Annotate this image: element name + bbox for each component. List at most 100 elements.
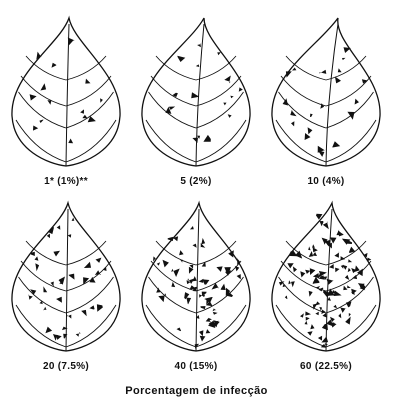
lesion-spot [84, 262, 91, 268]
lesion-spot [221, 284, 226, 290]
lesion-spot [336, 230, 343, 236]
leaf-vein [66, 76, 111, 106]
lesion-spot [201, 238, 205, 244]
lesion-spot [206, 329, 211, 333]
lesion-spot [193, 244, 197, 248]
lesion-spot [318, 336, 322, 341]
lesion-spot [69, 274, 75, 280]
lesion-spot [310, 324, 314, 329]
leaf-vein [326, 120, 376, 162]
lesion-spot [190, 226, 194, 229]
lesion-spot [323, 221, 329, 229]
lesion-spot [345, 275, 349, 280]
lesion-spot [67, 315, 72, 319]
leaf-vein [196, 120, 246, 162]
lesion-spot [345, 317, 351, 325]
lesion-spot [56, 297, 62, 303]
leaf-vein [16, 120, 66, 162]
lesion-spot [321, 337, 328, 343]
lesion-spot [335, 268, 340, 273]
leaf-caption-5: 5 (2%) [131, 176, 261, 187]
lesion-spot [288, 280, 291, 284]
lesion-spot [291, 121, 294, 126]
lesion-spot [177, 328, 182, 332]
lesion-spot [197, 43, 201, 47]
leaf-drawing-4 [12, 203, 120, 351]
lesion-spot [53, 251, 60, 257]
lesion-spot [85, 79, 90, 84]
lesion-spot [313, 252, 318, 256]
lesion-spot [76, 332, 81, 337]
leaf-caption-10: 10 (4%) [261, 176, 391, 187]
leaf-vein [196, 92, 244, 128]
lesion-spot [348, 259, 353, 263]
leaf-vein [21, 76, 66, 106]
lesion-spot [52, 63, 57, 68]
lesion-spot [348, 268, 351, 273]
leaf-vein [66, 241, 106, 265]
lesion-spot [89, 305, 94, 309]
lesion-spot [338, 313, 341, 318]
lesion-spot [347, 285, 351, 289]
lesion-spot [329, 264, 334, 269]
lesion-spot [305, 321, 308, 325]
lesion-spot [286, 71, 292, 77]
leaf-outline [272, 18, 380, 166]
leaf-drawing-2 [142, 18, 250, 166]
lesion-spot [332, 141, 340, 147]
lesion-spot [177, 56, 185, 62]
lesion-spot [321, 309, 325, 314]
leaf-midrib [66, 209, 68, 351]
lesion-spot [340, 308, 347, 313]
leaf-vein [281, 76, 326, 106]
leaf-vein [196, 305, 246, 347]
leaf-vein [66, 56, 106, 80]
lesion-spot [186, 298, 191, 305]
lesion-spot [158, 293, 166, 302]
leaf-vein [146, 120, 196, 162]
lesion-spot [239, 87, 243, 92]
figure-title: Porcentagem de infecção [0, 385, 393, 397]
lesion-spot [83, 277, 89, 285]
lesion-spot [334, 251, 339, 257]
lesion-spot [344, 47, 351, 53]
lesion-spot [305, 133, 311, 140]
lesion-spot [313, 247, 318, 252]
lesion-spot [343, 286, 347, 291]
lesion-spot [309, 291, 313, 297]
leaf-vein [276, 305, 326, 347]
lesion-spot [319, 307, 322, 311]
lesion-spot [309, 251, 314, 257]
lesion-spot [35, 256, 39, 260]
lesion-spot [28, 294, 33, 300]
lesion-spot [367, 258, 371, 262]
lesion-spot [97, 304, 103, 312]
lesion-spot [81, 310, 87, 316]
lesion-spot [333, 305, 337, 309]
leaf-caption-1: 1* (1%)** [1, 176, 131, 187]
lesion-spot [319, 70, 326, 74]
lesion-spot [305, 270, 310, 274]
lesion-spot [335, 77, 341, 84]
lesion-spot [200, 336, 206, 342]
lesion-spot [307, 331, 312, 335]
leaf-drawing-1 [12, 18, 120, 166]
leaf-vein [196, 76, 241, 106]
lesion-spot [308, 127, 313, 134]
lesion-spot [200, 306, 205, 309]
leaf-vein [19, 277, 67, 313]
lesion-spot [168, 237, 173, 241]
lesion-spot [300, 313, 304, 317]
lesion-spot [346, 301, 352, 307]
lesion-spot [96, 258, 102, 263]
lesion-spot [171, 269, 180, 278]
leaf-vein [66, 92, 114, 128]
lesion-spot [33, 126, 38, 131]
leaf-vein [66, 305, 116, 347]
lesion-spot [322, 324, 328, 330]
lesion-spot [56, 335, 62, 340]
lesion-spot [338, 68, 342, 72]
lesion-spot [201, 295, 205, 298]
leaf-vein [326, 92, 374, 128]
lesion-spot [213, 312, 218, 315]
